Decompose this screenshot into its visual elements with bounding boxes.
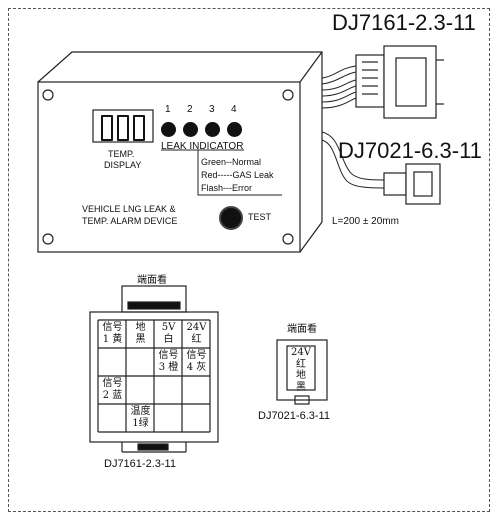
aux-pin-24v: 24V 红 <box>291 347 311 370</box>
main-connector-body <box>355 45 444 119</box>
legend-red: Red-----GAS Leak <box>201 170 274 180</box>
digit-icon <box>101 115 113 141</box>
led-number-1: 1 <box>165 104 171 115</box>
main-pinout-caption: DJ7161-2.3-11 <box>104 458 176 470</box>
display-frame <box>92 109 154 143</box>
legend-bracket <box>197 150 282 196</box>
aux-view-label: 端面看 <box>287 324 317 335</box>
device-name-2: TEMP. ALARM DEVICE <box>82 216 178 226</box>
pin-signal-1: 信号 1 黄 <box>102 322 123 345</box>
device-name-1: VEHICLE LNG LEAK & <box>82 204 176 214</box>
main-pinout-outline <box>89 285 219 453</box>
led-number-2: 2 <box>187 104 193 115</box>
led-indicator-4 <box>227 122 242 137</box>
digit-icon <box>133 115 145 141</box>
pin-signal-2: 信号 2 蓝 <box>102 378 123 401</box>
main-connector-label: DJ7161-2.3-11 <box>332 10 476 35</box>
aux-connector-body <box>383 163 441 205</box>
main-cable <box>321 65 357 109</box>
temp-display-label-2: DISPLAY <box>104 160 142 170</box>
temp-display-label-1: TEMP. <box>108 149 135 159</box>
pin-signal-3: 信号 3 橙 <box>158 350 179 373</box>
aux-pin-ground: 地 黑 <box>296 370 306 393</box>
test-button[interactable] <box>219 206 243 230</box>
leak-indicator-label: LEAK INDICATOR <box>161 141 244 152</box>
aux-pinout-outline <box>276 339 328 405</box>
aux-cable <box>321 131 385 189</box>
led-number-3: 3 <box>209 104 215 115</box>
main-view-label: 端面看 <box>137 275 167 286</box>
led-indicator-2 <box>183 122 198 137</box>
pin-ground: 地 黑 <box>135 322 146 345</box>
legend-green: Green--Normal <box>201 157 262 167</box>
led-indicator-3 <box>205 122 220 137</box>
pin-signal-4: 信号 4 灰 <box>186 350 207 373</box>
device-housing <box>37 51 323 253</box>
test-label: TEST <box>248 212 272 222</box>
pin-temp-1: 温度 1绿 <box>130 406 151 429</box>
cable-length-label: L=200 ± 20mm <box>332 216 399 227</box>
pin-5v: 5V 白 <box>161 322 176 345</box>
pin-24v: 24V 红 <box>186 322 207 345</box>
led-indicator-1 <box>161 122 176 137</box>
digit-icon <box>117 115 129 141</box>
legend-flash: Flash---Error <box>201 183 252 193</box>
led-number-4: 4 <box>231 104 237 115</box>
aux-connector-label: DJ7021-6.3-11 <box>338 138 482 163</box>
dashed-frame <box>8 8 490 512</box>
aux-pinout-caption: DJ7021-6.3-11 <box>258 410 330 422</box>
